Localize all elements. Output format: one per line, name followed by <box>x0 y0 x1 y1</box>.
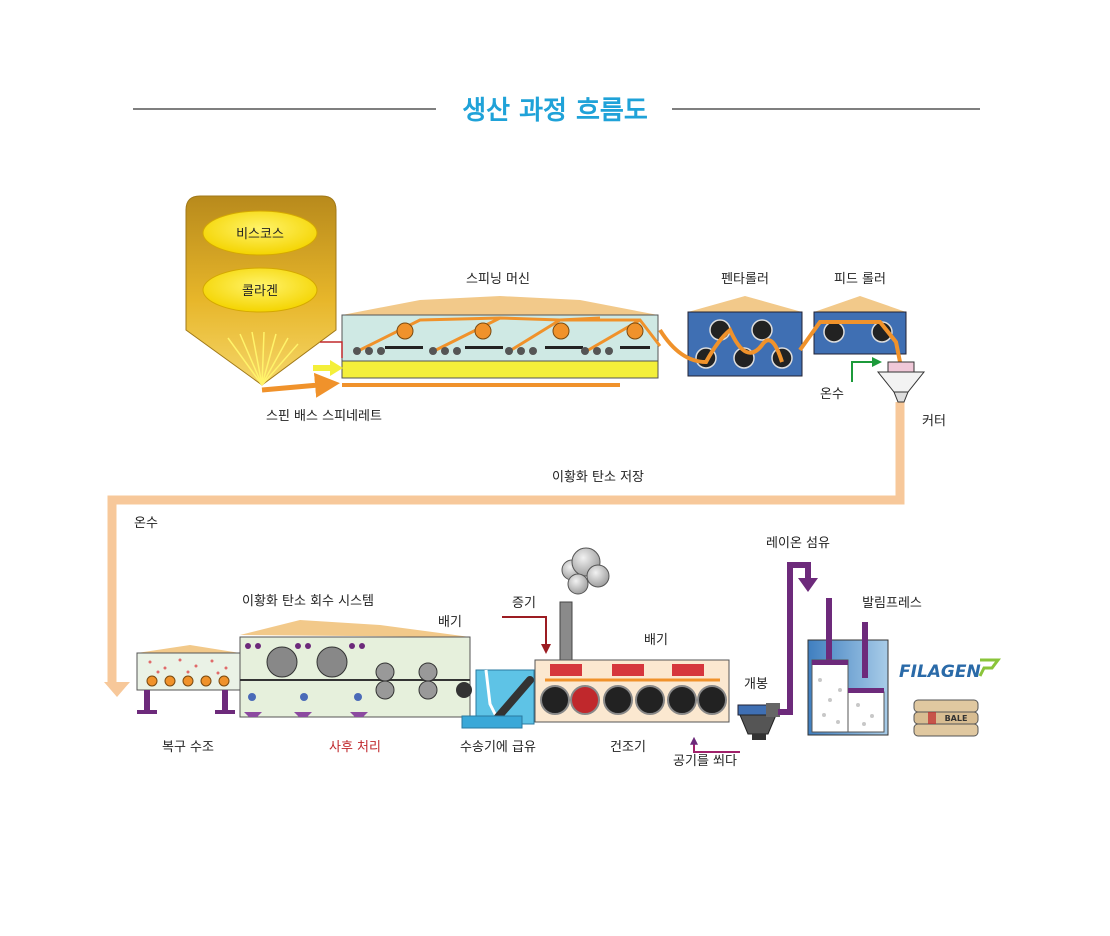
exhaust-label-2: 배기 <box>644 633 668 648</box>
opener-label: 개봉 <box>744 677 768 692</box>
feed-rollers <box>823 321 893 343</box>
smoke-cloud <box>561 547 610 595</box>
opener-motor <box>766 703 780 717</box>
rayon-arrowhead <box>798 578 818 592</box>
recovery-dots <box>148 658 228 675</box>
steam-pipe <box>502 616 551 654</box>
recovery-tank <box>136 645 241 714</box>
post-sprays <box>248 693 362 701</box>
spinning-input-arrowhead <box>330 360 343 376</box>
post-small-rollers <box>375 662 438 700</box>
post-treatment-machine: 이황화 탄소 회수 시스템 <box>239 594 472 718</box>
cutter-funnel <box>876 371 926 393</box>
page-title: 생산 과정 흐름도 <box>462 96 648 126</box>
conveyor-basin <box>475 669 535 725</box>
baling-press <box>807 598 889 736</box>
air-blow-label: 공기를 쐬다 <box>673 754 737 769</box>
spinning-red-pipe <box>320 341 343 358</box>
cutter-spout <box>893 391 909 403</box>
spinning-rollers <box>396 322 644 340</box>
warm-water-label-left: 온수 <box>134 516 158 531</box>
logo-leaf-icon <box>978 658 1001 677</box>
exhaust-label-1: 배기 <box>438 615 462 630</box>
cutter-top <box>887 361 915 373</box>
main-flow-arrowhead <box>104 682 130 697</box>
recovery-leg-left <box>144 690 150 712</box>
spinning-bars <box>385 346 650 349</box>
cs2-recovery-label: 이황화 탄소 회수 시스템 <box>242 594 374 609</box>
opener-base <box>752 734 766 740</box>
dryer-heaters <box>550 664 704 676</box>
recovery-tank-label: 복구 수조 <box>162 740 214 755</box>
cutter <box>876 361 926 403</box>
spinning-threads <box>355 316 662 354</box>
post-trays <box>244 712 368 717</box>
feed-roller: 피드 롤러 <box>798 272 907 382</box>
conveyor-base <box>461 715 523 729</box>
warm-water-pipe-top <box>851 357 882 382</box>
hopper-rays <box>227 331 299 386</box>
feed-thread <box>798 320 902 363</box>
opener-body <box>739 714 777 735</box>
collagen-label: 콜라겐 <box>242 284 278 299</box>
spinning-small-rollers <box>353 347 613 355</box>
dryer: 배기 <box>534 633 730 723</box>
press-chamber-left <box>811 659 849 733</box>
spinning-machine-label: 스피닝 머신 <box>466 272 530 287</box>
spinning-roof <box>342 296 658 315</box>
feed-roof <box>814 296 906 312</box>
post-big-rollers <box>266 646 348 678</box>
spin-bath-arrow <box>261 372 340 398</box>
title-group: 생산 과정 흐름도 <box>133 96 980 126</box>
press-plate-right <box>848 688 884 693</box>
penta-roller: 펜타롤러 <box>658 272 803 377</box>
bale-label: BALE <box>945 714 968 723</box>
cutter-label: 커터 <box>922 414 946 429</box>
post-gear <box>456 682 472 698</box>
penta-roof <box>688 296 802 312</box>
recovery-rollers <box>146 675 230 687</box>
air-blow-pipe <box>690 736 740 753</box>
press-piston-right <box>862 622 868 678</box>
collagen-oval <box>202 267 318 313</box>
viscose-label: 비스코스 <box>236 227 284 242</box>
rayon-fiber-label: 레이온 섬유 <box>766 536 830 551</box>
feed-roller-label: 피드 롤러 <box>834 272 886 287</box>
warm-water-label-top: 온수 <box>820 387 844 402</box>
recovery-roof <box>137 645 240 653</box>
penta-thread <box>658 326 784 365</box>
press-fiber <box>818 678 874 726</box>
press-chamber-right <box>847 691 885 733</box>
recovery-leg-right <box>222 690 228 712</box>
viscose-oval <box>202 210 318 256</box>
bale-stack: BALE <box>913 699 979 737</box>
spinning-machine: 스피닝 머신 <box>313 272 662 387</box>
oil-conveyor <box>461 669 535 729</box>
viscose-hopper: 비스코스 콜라겐 <box>185 195 340 398</box>
press-piston-left <box>826 598 832 662</box>
steam-label: 증기 <box>512 596 536 611</box>
rayon-pipe <box>778 562 811 715</box>
post-roof <box>240 620 470 637</box>
dryer-label: 건조기 <box>610 740 646 755</box>
press-plate-left <box>812 660 848 665</box>
post-nozzles <box>245 643 365 649</box>
penta-roller-label: 펜타롤러 <box>721 272 769 287</box>
main-flow-pipe <box>107 402 905 685</box>
logo-text: FILAGEN <box>899 662 981 682</box>
spinning-bath <box>341 360 659 379</box>
chimney <box>559 601 573 663</box>
spin-bath-label: 스핀 배스 스피네레트 <box>266 409 382 424</box>
dryer-fans <box>540 685 727 715</box>
opener-machine <box>737 703 780 740</box>
cs2-storage-label: 이황화 탄소 저장 <box>552 470 644 485</box>
filagen-logo: FILAGEN <box>899 658 1001 682</box>
conveyor-feed-label: 수송기에 급유 <box>460 740 536 755</box>
baling-press-label: 발림프레스 <box>862 596 922 611</box>
post-treatment-label: 사후 처리 <box>329 740 381 755</box>
